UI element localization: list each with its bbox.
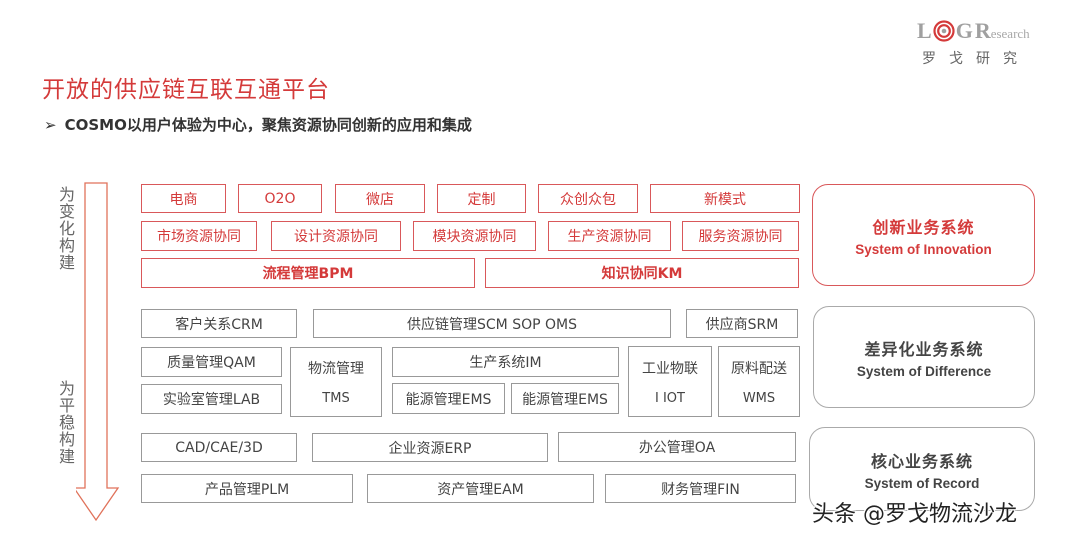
box-wms: 原料配送 WMS — [718, 346, 800, 417]
box-fin: 财务管理FIN — [605, 474, 796, 503]
box-ecommerce: 电商 — [141, 184, 226, 213]
box-plm: 产品管理PLM — [141, 474, 353, 503]
label-build-for-stability: 为平稳构建 — [58, 379, 75, 466]
logo-ring-icon — [933, 20, 955, 42]
panel-innovation-en: System of Innovation — [855, 241, 992, 257]
panel-system-of-innovation: 创新业务系统 System of Innovation — [812, 184, 1035, 286]
box-o2o: O2O — [238, 184, 322, 213]
box-im: 生产系统IM — [392, 347, 619, 377]
box-market-resource-collab: 市场资源协同 — [141, 221, 257, 251]
box-ems-2: 能源管理EMS — [511, 383, 619, 414]
label-build-for-change: 为变化构建 — [58, 185, 75, 272]
box-ems-1: 能源管理EMS — [392, 383, 505, 414]
box-micro-store: 微店 — [335, 184, 425, 213]
logo-letter-g: G — [955, 18, 973, 43]
tms-cn: 物流管理 — [308, 361, 364, 378]
logo-letter-l: L — [917, 18, 932, 43]
box-lab: 实验室管理LAB — [141, 384, 282, 414]
box-design-resource-collab: 设计资源协同 — [271, 221, 401, 251]
panel-difference-cn: 差异化业务系统 — [864, 339, 984, 359]
panel-innovation-cn: 创新业务系统 — [872, 217, 975, 237]
iiot-en: I IOT — [655, 390, 685, 406]
subtitle-text: COSMO以用户体验为中心，聚焦资源协同创新的应用和集成 — [64, 116, 472, 134]
box-crm: 客户关系CRM — [141, 309, 297, 338]
wms-en: WMS — [742, 390, 776, 406]
wms-cn: 原料配送 — [731, 360, 787, 377]
box-new-model: 新模式 — [650, 184, 800, 213]
logo-letter-r: R — [974, 18, 991, 43]
logo-esearch: esearch — [990, 25, 1030, 41]
box-srm: 供应商SRM — [686, 309, 798, 338]
iiot-cn: 工业物联 — [642, 360, 698, 377]
box-production-resource-collab: 生产资源协同 — [548, 221, 671, 251]
tms-en: TMS — [322, 390, 350, 406]
watermark: 头条 @罗戈物流沙龙 — [812, 502, 1017, 527]
panel-system-of-record: 核心业务系统 System of Record — [809, 427, 1035, 511]
box-qam: 质量管理QAM — [141, 347, 282, 377]
panel-record-cn: 核心业务系统 — [870, 451, 973, 471]
box-oa: 办公管理OA — [558, 432, 796, 462]
box-cad-cae-3d: CAD/CAE/3D — [141, 433, 297, 462]
box-service-resource-collab: 服务资源协同 — [682, 221, 799, 251]
box-scm: 供应链管理SCM SOP OMS — [313, 309, 671, 338]
panel-record-en: System of Record — [864, 475, 980, 491]
box-iiot: 工业物联 I IOT — [628, 346, 712, 417]
box-crowdsourcing: 众创众包 — [538, 184, 638, 213]
bullet-arrow-icon: ➢ — [44, 116, 57, 134]
panel-system-of-difference: 差异化业务系统 System of Difference — [813, 306, 1035, 408]
logo: L G R esearch 罗戈研究 — [917, 18, 1047, 68]
box-tms: 物流管理 TMS — [290, 347, 382, 417]
box-erp: 企业资源ERP — [312, 433, 548, 462]
page-subtitle: ➢ COSMO以用户体验为中心，聚焦资源协同创新的应用和集成 — [44, 114, 472, 135]
box-km: 知识协同KM — [485, 258, 799, 288]
box-module-resource-collab: 模块资源协同 — [413, 221, 536, 251]
down-arrow-icon — [76, 182, 120, 522]
page-title: 开放的供应链互联互通平台 — [42, 77, 330, 103]
box-bpm: 流程管理BPM — [141, 258, 475, 288]
box-customization: 定制 — [437, 184, 526, 213]
box-eam: 资产管理EAM — [367, 474, 594, 503]
panel-difference-en: System of Difference — [856, 363, 992, 379]
logo-chinese-name: 罗戈研究 — [922, 51, 1030, 67]
